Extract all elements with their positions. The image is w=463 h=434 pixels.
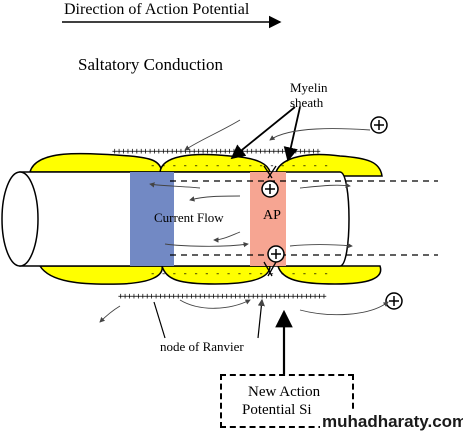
myelin-sheath-label: Myelin sheath: [290, 80, 328, 110]
plus-row-top: ++++++++++++++++++++++++++++++++++++++++…: [112, 147, 321, 157]
circled-plus-2: [261, 180, 279, 198]
node-pointer-2: [257, 298, 265, 339]
myelin-pointer-1: [230, 106, 296, 160]
axon-end: [1, 171, 39, 267]
myelin-label-line2: sheath: [290, 95, 324, 110]
diagram-title: Saltatory Conduction: [78, 55, 223, 74]
myelin-label-line1: Myelin: [290, 80, 328, 95]
minus-row-bottom: - - - - - - - - - - - - - - - - -: [150, 269, 329, 279]
myelin-bottom-1: [38, 265, 163, 285]
minus-row-top: - - - - - - - - - - - - - - - - -: [150, 161, 329, 171]
node-ranvier: [263, 165, 277, 277]
new-action-potential-box: New Action Potential Si: [220, 374, 354, 428]
node-pointer-1: [153, 301, 166, 339]
circled-plus-3: [267, 245, 285, 263]
myelin-bottom-2: [161, 265, 271, 285]
direction-label: Direction of Action Potential: [64, 1, 250, 18]
watermark: muhadharaty.com: [320, 412, 463, 432]
circled-plus-4: [385, 292, 403, 310]
myelin-bottom-3: [277, 265, 382, 285]
node-of-ranvier-label: node of Ranvier: [160, 339, 244, 354]
current-flow-band: [130, 172, 174, 266]
myelin-pointer-2: [283, 106, 301, 162]
myelin-top-1: [29, 152, 163, 173]
new-ap-line2: Potential Si: [242, 402, 312, 418]
plus-row-bottom: ++++++++++++++++++++++++++++++++++++++++…: [118, 292, 327, 302]
new-ap-line1: New Action: [248, 384, 321, 400]
current-flow-label: Current Flow: [154, 210, 224, 225]
current-arrows: [99, 119, 389, 323]
circled-plus-1: [370, 116, 388, 134]
ap-label: AP: [263, 208, 281, 223]
